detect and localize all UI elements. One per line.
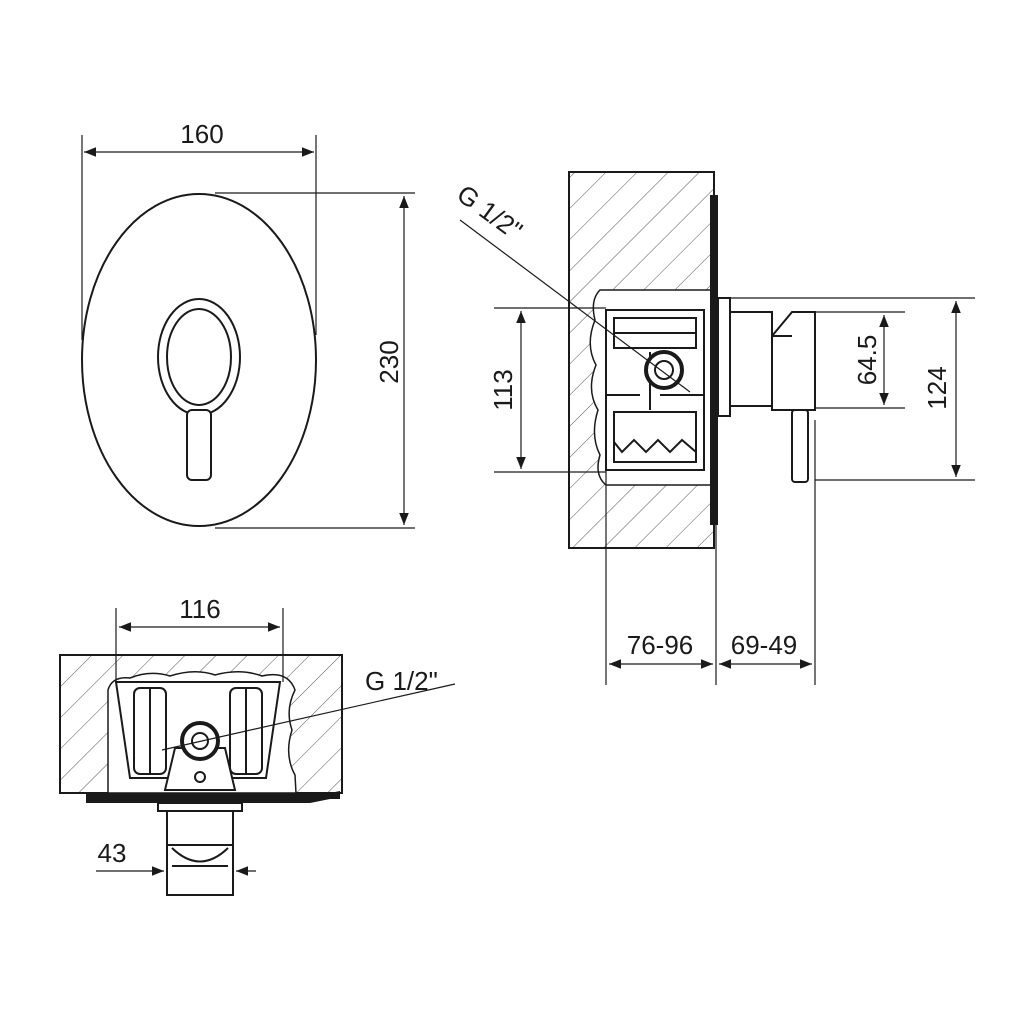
top-width-label: 116 — [179, 594, 220, 624]
body-height-label: 113 — [488, 369, 518, 410]
front-cover-plate — [81, 193, 317, 527]
side-thread-leader — [459, 219, 691, 393]
front-view: 160 230 — [81, 119, 415, 529]
depth-label: 76-96 — [627, 630, 694, 660]
front-height-label: 230 — [374, 340, 404, 383]
top-thread-leader — [161, 683, 456, 751]
side-view: G 1/2" 113 64.5 124 76-96 69-49 — [451, 171, 975, 685]
handle-offset-label: 64.5 — [852, 335, 882, 386]
front-lever — [186, 409, 212, 481]
side-inlet-inner — [654, 360, 674, 380]
top-thread-label: G 1/2" — [365, 666, 438, 696]
handle-ring-outer — [157, 298, 241, 416]
valve-body — [605, 309, 705, 471]
side-handle — [717, 297, 816, 483]
side-thread-label: G 1/2" — [451, 179, 528, 246]
front-width-label: 160 — [180, 119, 223, 149]
plate-height-label: 124 — [922, 366, 952, 409]
stem-label: 43 — [98, 838, 127, 868]
handle-ring-inner — [166, 308, 232, 406]
top-view: 116 G 1/2" 43 — [59, 594, 456, 896]
top-valve-body — [114, 681, 282, 791]
top-handle — [157, 802, 243, 896]
side-cover-plate — [710, 195, 718, 525]
top-inlet-inner — [191, 732, 209, 750]
projection-label: 69-49 — [731, 630, 798, 660]
